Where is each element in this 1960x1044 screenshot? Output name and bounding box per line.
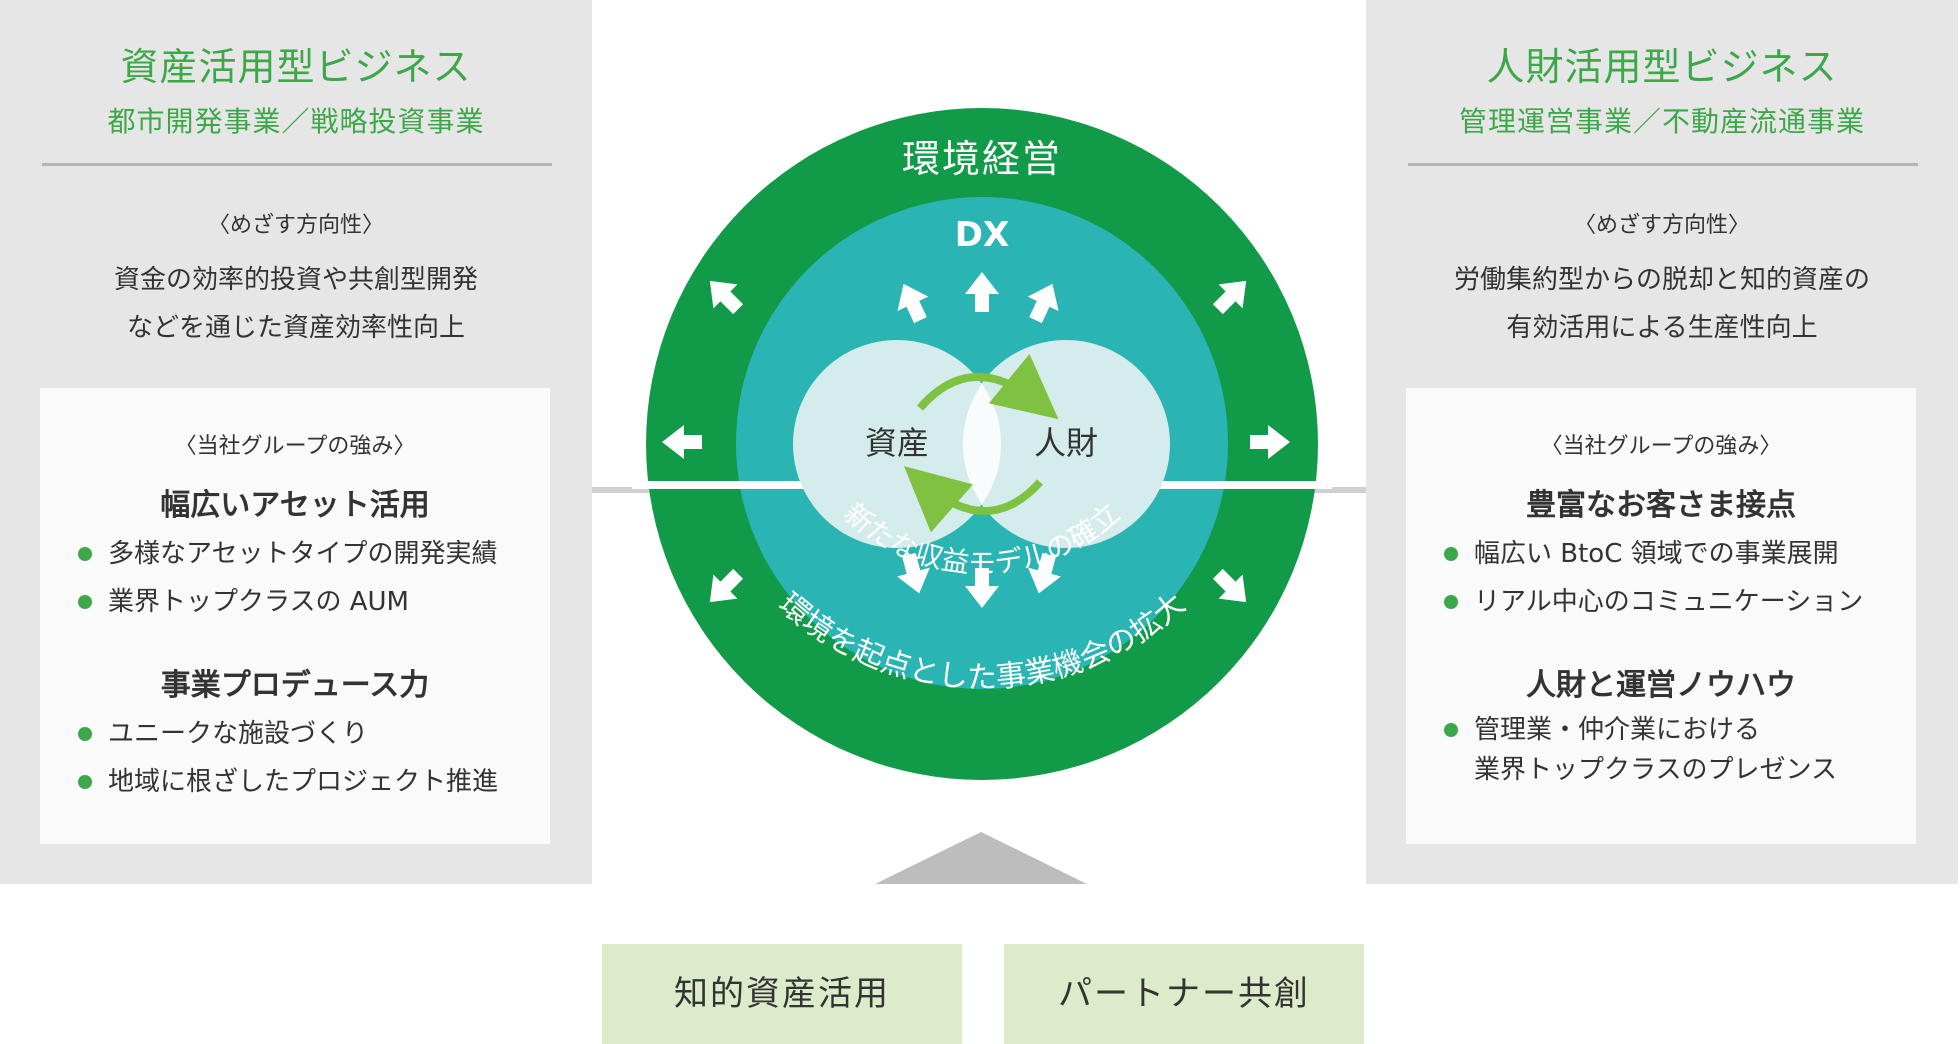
list-item-text: 業界トップクラスの AUM [108,587,409,617]
list-item: 業界トップクラスの AUM [40,578,550,626]
foundation-triangle-icon [875,832,1087,884]
list-item-text: 幅広い BtoC 領域での事業展開 [1474,539,1839,569]
arrow-down-icon [965,568,999,608]
list-item-line: 管理業・仲介業における [1474,715,1761,745]
list-item: 多様なアセットタイプの開発実績 [40,530,550,578]
diagram-svg: 環境経営 DX 資産 人財 新たな収益モデルの確立 環境を起点とした事業機会の拡… [592,108,1366,884]
left-strength-group-title: 事業プロデュース力 [160,668,430,703]
arrow-right-icon [1250,425,1290,459]
list-item-text: 多様なアセットタイプの開発実績 [108,539,498,569]
left-strengths-heading: 〈当社グループの強み〉 [174,434,416,459]
right-strength-list: 幅広い BtoC 領域での事業展開 リアル中心のコミュニケーション [1406,530,1916,626]
arrow-up-icon [1027,283,1059,324]
left-strength-list: 多様なアセットタイプの開発実績 業界トップクラスの AUM [40,530,550,626]
list-item-text: 管理業・仲介業における 業界トップクラスのプレゼンス [1474,710,1916,790]
right-panel-title: 人財活用型ビジネス [1486,45,1838,89]
list-item-text: ユニークな施設づくり [108,719,369,749]
list-item: 管理業・仲介業における 業界トップクラスのプレゼンス [1406,710,1916,790]
arrow-upper-left-icon [709,280,744,315]
right-strength-group-title: 人財と運営ノウハウ [1526,668,1796,703]
list-item-line: 業界トップクラスのプレゼンス [1474,755,1837,785]
talent-circle-label: 人財 [1034,424,1098,462]
asset-circle-label: 資産 [865,424,929,462]
bullet-dot-icon [78,775,92,789]
left-panel: 資産活用型ビジネス 都市開発事業／戦略投資事業 〈めざす方向性〉 資金の効率的投… [0,0,592,884]
arrow-down-icon [1028,552,1061,594]
inner-ring-label: DX [955,215,1009,255]
right-direction-line: 労働集約型からの脱却と知的資産の [1453,265,1870,295]
right-panel-divider [1408,163,1918,166]
right-panel: 人財活用型ビジネス 管理運営事業／不動産流通事業 〈めざす方向性〉 労働集約型か… [1366,0,1958,884]
bullet-dot-icon [78,547,92,561]
right-strength-list: 管理業・仲介業における 業界トップクラスのプレゼンス [1406,710,1916,790]
outer-ring-label: 環境経営 [902,137,1062,181]
arrow-up-icon [965,272,999,312]
left-direction-line: などを通じた資産効率性向上 [126,313,465,343]
foundation-box-knowledge: 知的資産活用 [602,944,962,1044]
arrow-lower-left-icon [709,568,744,603]
right-direction-text: 労働集約型からの脱却と知的資産の 有効活用による生産性向上 [1366,256,1958,352]
bullet-dot-icon [1444,547,1458,561]
right-strength-group-title: 豊富なお客さま接点 [1526,488,1796,523]
right-direction-line: 有効活用による生産性向上 [1506,313,1818,343]
list-item: リアル中心のコミュニケーション [1406,578,1916,626]
left-direction-heading: 〈めざす方向性〉 [207,213,384,238]
arrow-upper-right-icon [1212,280,1247,315]
left-panel-title: 資産活用型ビジネス [120,45,472,89]
list-item: 地域に根ざしたプロジェクト推進 [40,758,550,806]
list-item: 幅広い BtoC 領域での事業展開 [1406,530,1916,578]
bullet-dot-icon [1444,595,1458,609]
arrow-lower-right-icon [1212,568,1247,603]
arrow-up-icon [897,283,929,324]
arrow-left-icon [662,425,702,459]
right-strengths-heading: 〈当社グループの強み〉 [1540,434,1782,459]
right-panel-subtitle: 管理運営事業／不動産流通事業 [1458,105,1865,138]
arrow-down-icon [897,552,930,594]
list-item-text: 地域に根ざしたプロジェクト推進 [108,767,499,797]
cycle-arrow-bottom-icon [903,466,1043,533]
left-panel-subtitle: 都市開発事業／戦略投資事業 [107,105,485,138]
left-strengths-box: 〈当社グループの強み〉 幅広いアセット活用 多様なアセットタイプの開発実績 業界… [40,388,550,844]
list-item-text: リアル中心のコミュニケーション [1474,587,1864,617]
left-strength-group-title: 幅広いアセット活用 [160,488,430,523]
left-direction-text: 資金の効率的投資や共創型開発 などを通じた資産効率性向上 [0,256,592,352]
business-model-diagram: 環境経営 DX 資産 人財 新たな収益モデルの確立 環境を起点とした事業機会の拡… [592,0,1366,884]
left-strength-list: ユニークな施設づくり 地域に根ざしたプロジェクト推進 [40,710,550,806]
bullet-dot-icon [1444,723,1458,737]
bullet-dot-icon [78,727,92,741]
bullet-dot-icon [78,595,92,609]
right-direction-heading: 〈めざす方向性〉 [1573,213,1750,238]
left-direction-line: 資金の効率的投資や共創型開発 [113,265,478,295]
left-panel-divider [42,163,552,166]
cycle-arrow-top-icon [916,353,1059,420]
list-item: ユニークな施設づくり [40,710,550,758]
foundation-box-partner: パートナー共創 [1004,944,1364,1044]
right-strengths-box: 〈当社グループの強み〉 豊富なお客さま接点 幅広い BtoC 領域での事業展開 … [1406,388,1916,844]
